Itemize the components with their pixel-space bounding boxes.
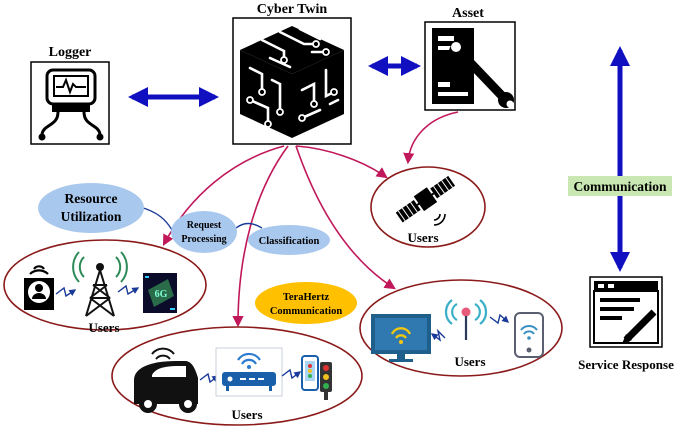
- six-g-badge: 6G: [155, 289, 168, 300]
- request-processing-bubble: [171, 211, 237, 253]
- service-response-label: Service Response: [578, 357, 674, 372]
- cyber-twin-label: Cyber Twin: [257, 2, 328, 17]
- terahertz-bubble: [255, 282, 357, 324]
- cellular-users-group: 6G Users: [3, 239, 207, 335]
- twin-to-satellite-link: [295, 145, 388, 179]
- resource-request-connector: [139, 206, 173, 231]
- cellular-users-label: Users: [88, 320, 119, 335]
- vehicle-users-label: Users: [231, 407, 262, 422]
- resource-label-line1: Resource: [65, 191, 118, 206]
- asset-icon: [424, 21, 516, 111]
- satellite-users-group: Users: [370, 166, 486, 248]
- logger-label: Logger: [49, 45, 92, 60]
- twin-to-wifi-link: [295, 145, 396, 290]
- asset-label: Asset: [452, 6, 484, 21]
- router-icon: [215, 347, 283, 397]
- communication-box: [568, 176, 672, 196]
- classification-label: Classification: [259, 236, 320, 247]
- vehicle-users-group: Users: [111, 326, 363, 426]
- classification-bubble: [248, 225, 330, 255]
- cell-tower-icon: [72, 251, 128, 317]
- request-classification-connector: [235, 222, 263, 229]
- monitor-icon: [371, 314, 431, 362]
- person-icon: [24, 265, 54, 310]
- wifi-users-group: Users: [359, 279, 563, 377]
- wifi-router-icon: [444, 299, 488, 340]
- asset-to-satellite-link: [403, 111, 459, 165]
- communication-label: Communication: [573, 179, 666, 194]
- request-label-line1: Request: [187, 220, 222, 231]
- resource-utilization-bubble: [38, 183, 144, 233]
- resource-label-line2: Utilization: [61, 209, 122, 224]
- twin-to-vehicle-link: [232, 145, 289, 328]
- phone-traffic-light-icon: [301, 355, 332, 400]
- 6g-phone-icon: 6G: [143, 273, 177, 313]
- satellite-users-label: Users: [407, 230, 438, 245]
- wifi-users-label: Users: [454, 354, 485, 369]
- smartphone-icon: [514, 312, 544, 358]
- service-response-icon: [589, 276, 663, 348]
- terahertz-label-line2: Communication: [270, 306, 342, 317]
- car-icon: [134, 347, 198, 413]
- terahertz-label-line1: TeraHertz: [283, 292, 330, 303]
- request-label-line2: Processing: [181, 234, 226, 245]
- cyber-twin-cube-icon: [232, 17, 352, 145]
- logger-icon: [30, 61, 110, 145]
- satellite-icon: [395, 175, 456, 223]
